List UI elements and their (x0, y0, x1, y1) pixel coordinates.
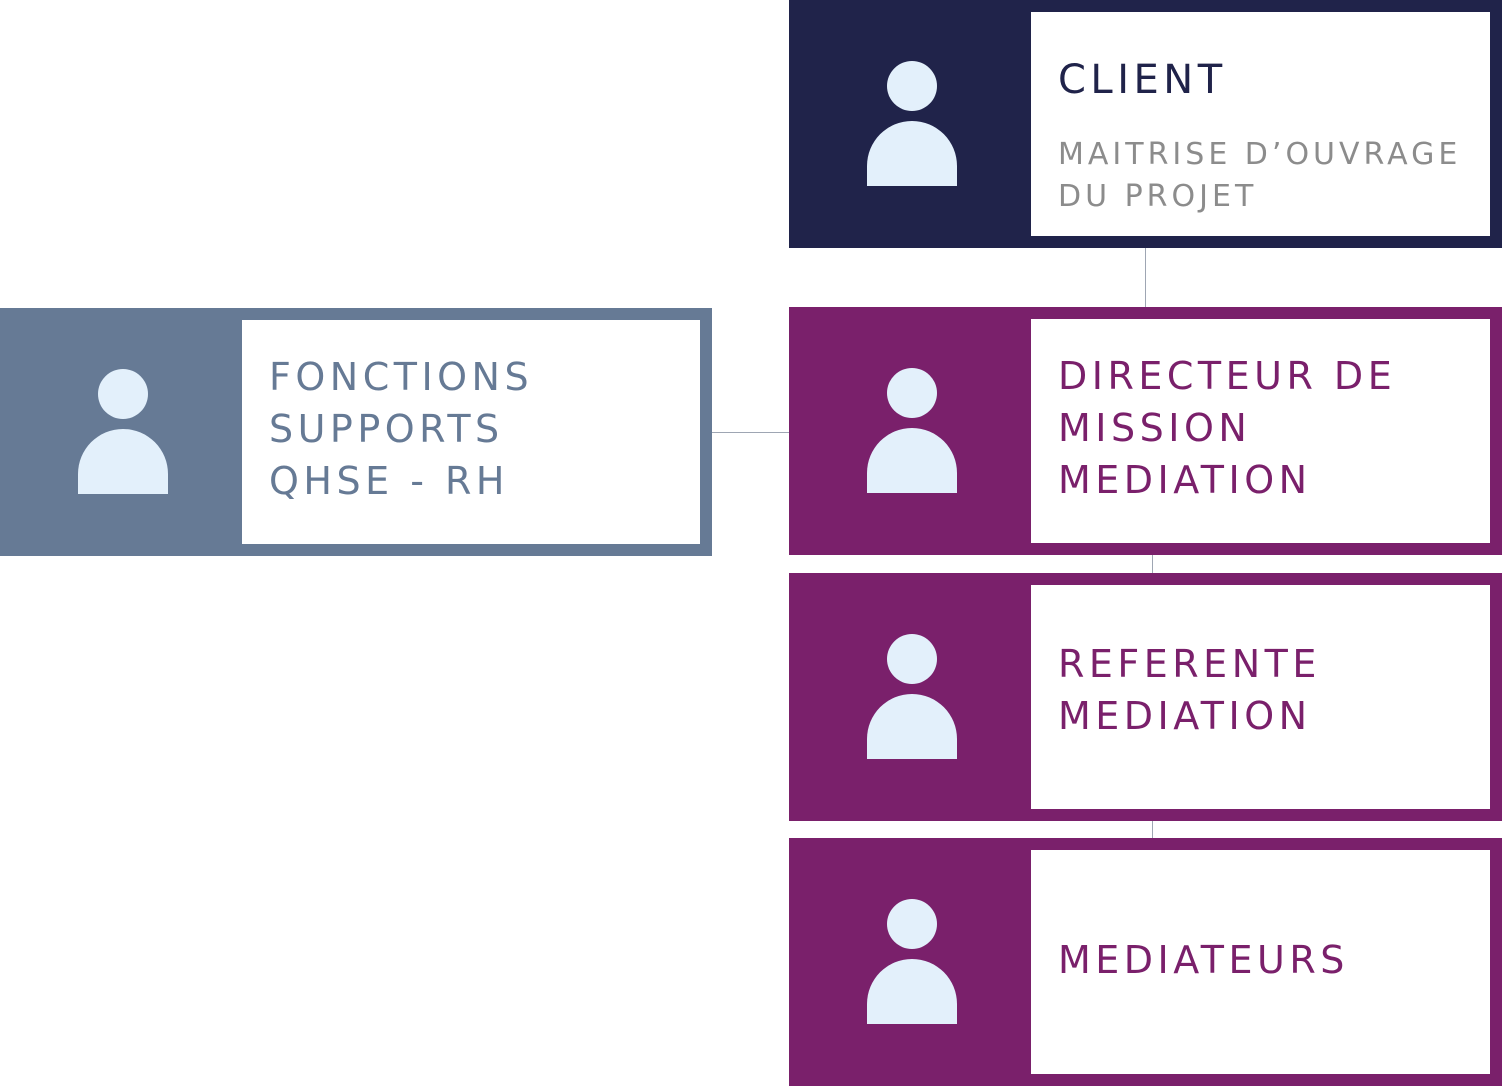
person-icon (867, 634, 957, 759)
client-subtitle-line: MAITRISE D’OUVRAGE (1058, 137, 1462, 172)
director-title-line: MEDIATION (1058, 458, 1312, 502)
client-text-panel: CLIENT MAITRISE D’OUVRAGE DU PROJET (1031, 12, 1490, 236)
person-icon (867, 368, 957, 493)
referente-icon-panel (789, 573, 1031, 821)
director-icon-panel (789, 307, 1031, 555)
director-title-line: MISSION (1058, 406, 1252, 450)
referente-box: REFERENTE MEDIATION (789, 573, 1502, 821)
mediateurs-box: MEDIATEURS (789, 838, 1502, 1086)
client-title: CLIENT (1058, 54, 1490, 106)
person-icon (867, 899, 957, 1024)
mediateurs-title-line: MEDIATEURS (1058, 938, 1349, 982)
person-icon (867, 61, 957, 186)
director-text-panel: DIRECTEUR DE MISSION MEDIATION (1031, 319, 1490, 543)
director-title-line: DIRECTEUR DE (1058, 354, 1397, 398)
director-box: DIRECTEUR DE MISSION MEDIATION (789, 307, 1502, 555)
connector-client-director (1145, 247, 1146, 308)
support-title-line: SUPPORTS (269, 407, 504, 451)
support-title-line: FONCTIONS (269, 355, 534, 399)
connector-support-director (711, 432, 791, 433)
client-box: CLIENT MAITRISE D’OUVRAGE DU PROJET (789, 0, 1502, 248)
person-icon (78, 369, 168, 494)
connector-director-referente (1152, 554, 1153, 574)
referente-text-panel: REFERENTE MEDIATION (1031, 585, 1490, 809)
support-title-line: QHSE - RH (269, 459, 509, 503)
support-box: FONCTIONS SUPPORTS QHSE - RH (0, 308, 712, 556)
support-text-panel: FONCTIONS SUPPORTS QHSE - RH (242, 320, 700, 544)
referente-title-line: MEDIATION (1058, 694, 1312, 738)
client-title-line: CLIENT (1058, 57, 1227, 103)
support-icon-panel (0, 308, 242, 556)
client-subtitle: MAITRISE D’OUVRAGE DU PROJET (1058, 134, 1490, 218)
connector-referente-mediateurs (1152, 820, 1153, 839)
referente-title-line: REFERENTE (1058, 642, 1321, 686)
mediateurs-icon-panel (789, 838, 1031, 1086)
client-subtitle-line: DU PROJET (1058, 179, 1258, 214)
mediateurs-text-panel: MEDIATEURS (1031, 850, 1490, 1074)
client-icon-panel (789, 0, 1031, 248)
